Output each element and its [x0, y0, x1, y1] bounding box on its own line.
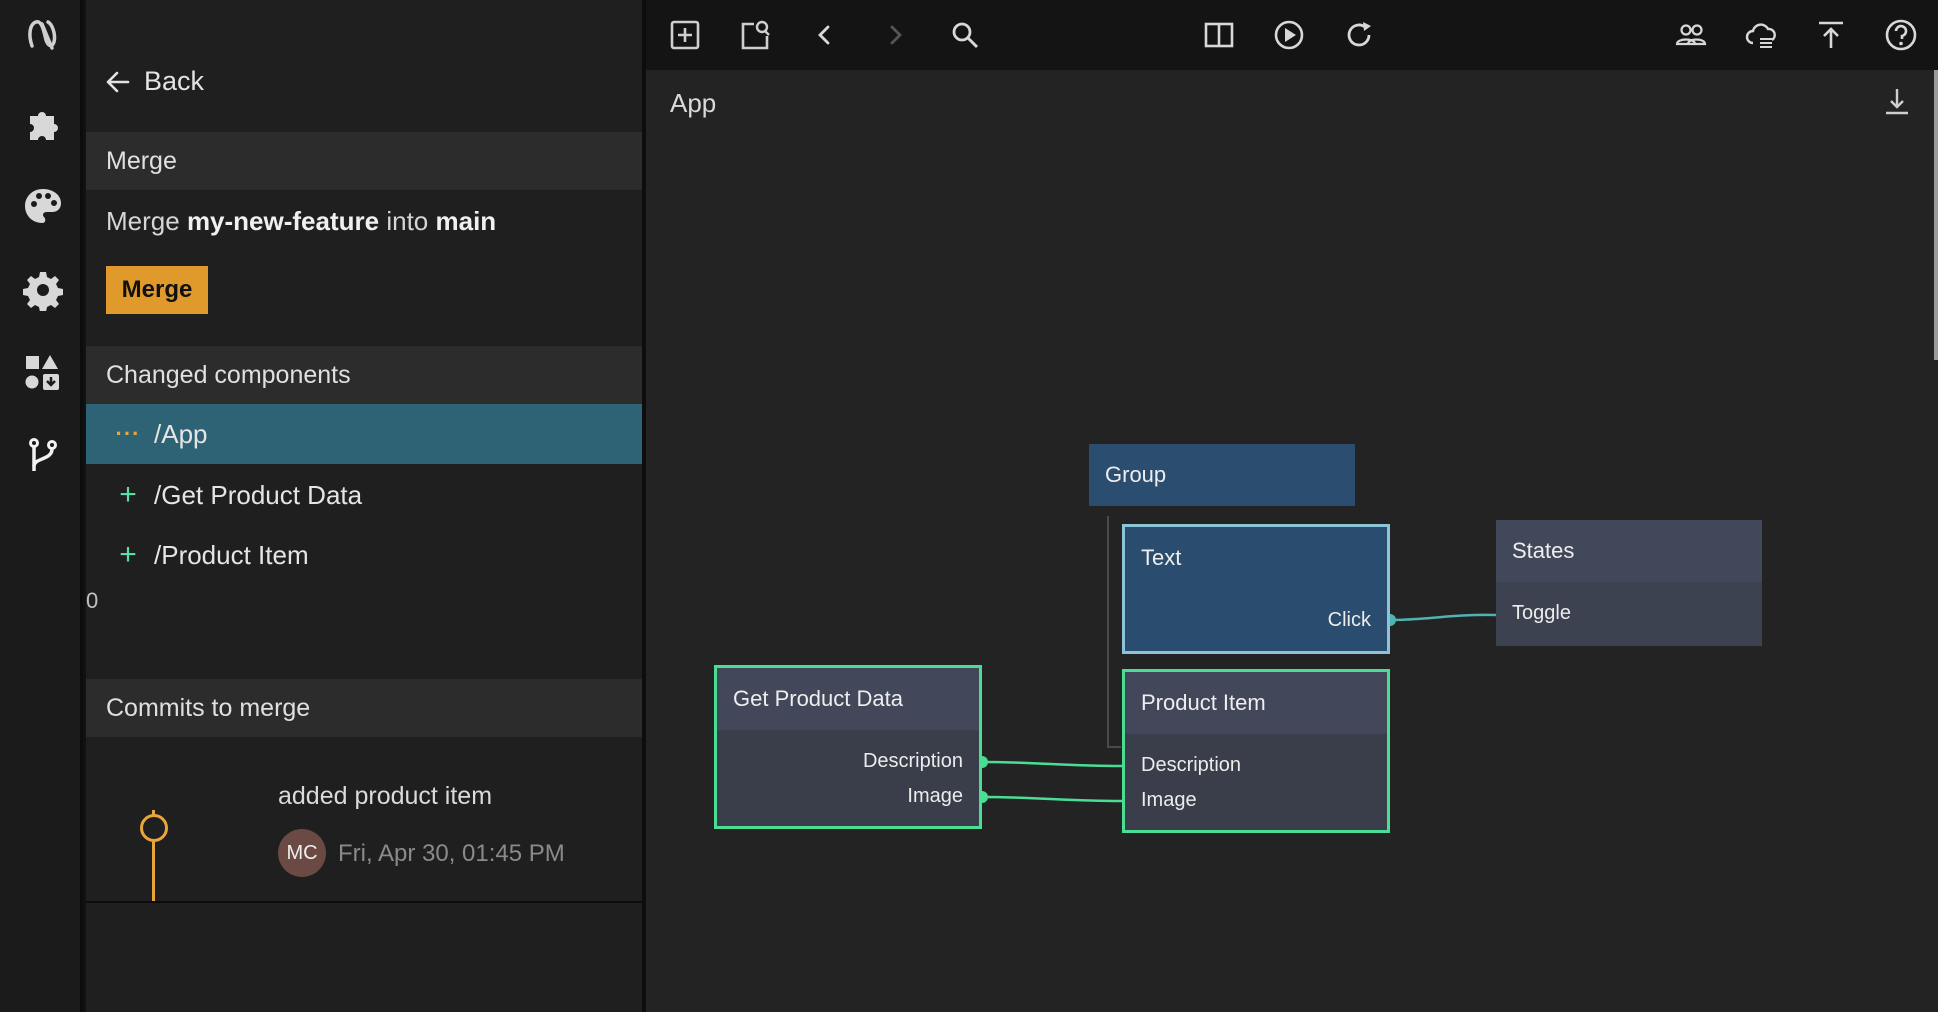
- play-icon[interactable]: [1266, 12, 1312, 58]
- get-product-data-node[interactable]: Get Product Data Description Image: [714, 665, 982, 829]
- cloud-deploy-icon[interactable]: [1738, 12, 1784, 58]
- sidebar-rail: [0, 0, 83, 1012]
- component-path: /Get Product Data: [154, 479, 363, 510]
- output-port-image[interactable]: Image: [907, 785, 963, 807]
- gear-icon[interactable]: [20, 267, 66, 313]
- commit-timeline-line: [152, 810, 155, 902]
- merge-button[interactable]: Merge: [106, 266, 208, 314]
- stray-text: 0: [86, 588, 99, 613]
- back-arrow-icon[interactable]: [802, 12, 848, 58]
- git-branch-icon[interactable]: [20, 434, 66, 480]
- search-icon[interactable]: [942, 12, 988, 58]
- commit-node-icon: [140, 814, 168, 842]
- back-arrow-icon: [106, 71, 130, 92]
- palette-icon[interactable]: [20, 183, 66, 229]
- split-view-icon[interactable]: [1196, 12, 1242, 58]
- changed-component-row[interactable]: ··· /App: [86, 404, 642, 464]
- back-button[interactable]: Back: [104, 66, 204, 97]
- changed-component-row[interactable]: + /Product Item: [86, 525, 642, 585]
- panel-resize-handle[interactable]: [642, 0, 646, 1012]
- version-control-panel: Back Merge Merge my-new-feature into mai…: [86, 0, 642, 1012]
- source-branch: my-new-feature: [186, 206, 380, 236]
- collaborators-icon[interactable]: [1668, 12, 1714, 58]
- output-port-description[interactable]: Description: [862, 750, 963, 772]
- commit-message[interactable]: added product item: [278, 782, 493, 810]
- back-label: Back: [144, 66, 205, 96]
- added-marker: +: [119, 478, 137, 511]
- commit-timestamp: Fri, Apr 30, 01:45 PM: [338, 840, 565, 867]
- node-title: Get Product Data: [717, 668, 979, 730]
- puzzle-piece-icon[interactable]: [20, 100, 66, 146]
- group-node[interactable]: Group: [1089, 444, 1355, 506]
- hierarchy-line: [1107, 516, 1109, 748]
- avatar: MC: [278, 829, 326, 877]
- input-port-image[interactable]: Image: [1141, 789, 1197, 811]
- commits-heading: Commits to merge: [86, 679, 642, 737]
- forward-arrow-icon[interactable]: [872, 12, 918, 58]
- added-marker: +: [119, 538, 137, 571]
- download-icon[interactable]: [1880, 84, 1914, 118]
- changed-component-row[interactable]: + /Get Product Data: [86, 465, 642, 525]
- node-title: Text: [1141, 545, 1182, 570]
- node-title: Product Item: [1125, 672, 1387, 734]
- input-port-toggle[interactable]: Toggle: [1512, 602, 1571, 624]
- input-port-description[interactable]: Description: [1141, 754, 1242, 776]
- upload-icon[interactable]: [1808, 12, 1854, 58]
- noodl-logo-icon[interactable]: [20, 12, 66, 58]
- divider: [86, 901, 642, 903]
- node-graph-canvas[interactable]: App Group Text Click States Toggle Get P…: [646, 70, 1938, 1012]
- target-branch: main: [435, 206, 497, 236]
- component-path: /Product Item: [154, 539, 309, 570]
- merge-section-heading: Merge: [86, 132, 642, 190]
- components-icon[interactable]: [20, 350, 66, 396]
- add-component-icon[interactable]: [662, 12, 708, 58]
- canvas-scrollbar[interactable]: [1934, 70, 1938, 360]
- merge-prefix: Merge: [106, 206, 180, 236]
- product-item-node[interactable]: Product Item Description Image: [1122, 669, 1390, 833]
- text-node[interactable]: Text Click: [1122, 524, 1390, 654]
- node-title: States: [1496, 520, 1762, 582]
- new-page-icon[interactable]: [732, 12, 778, 58]
- merge-description: Merge my-new-feature into main: [106, 206, 496, 237]
- component-title: App: [670, 88, 717, 118]
- changed-components-heading: Changed components: [86, 346, 642, 404]
- help-icon[interactable]: [1878, 12, 1924, 58]
- modified-marker: ···: [115, 421, 141, 446]
- editor-toolbar: [646, 0, 1938, 70]
- component-path: /App: [154, 418, 208, 449]
- refresh-icon[interactable]: [1336, 12, 1382, 58]
- merge-connector: into: [386, 206, 429, 236]
- node-title: Group: [1105, 462, 1167, 487]
- states-node[interactable]: States Toggle: [1496, 520, 1762, 646]
- output-port-click[interactable]: Click: [1327, 609, 1371, 631]
- hierarchy-line: [1107, 746, 1121, 748]
